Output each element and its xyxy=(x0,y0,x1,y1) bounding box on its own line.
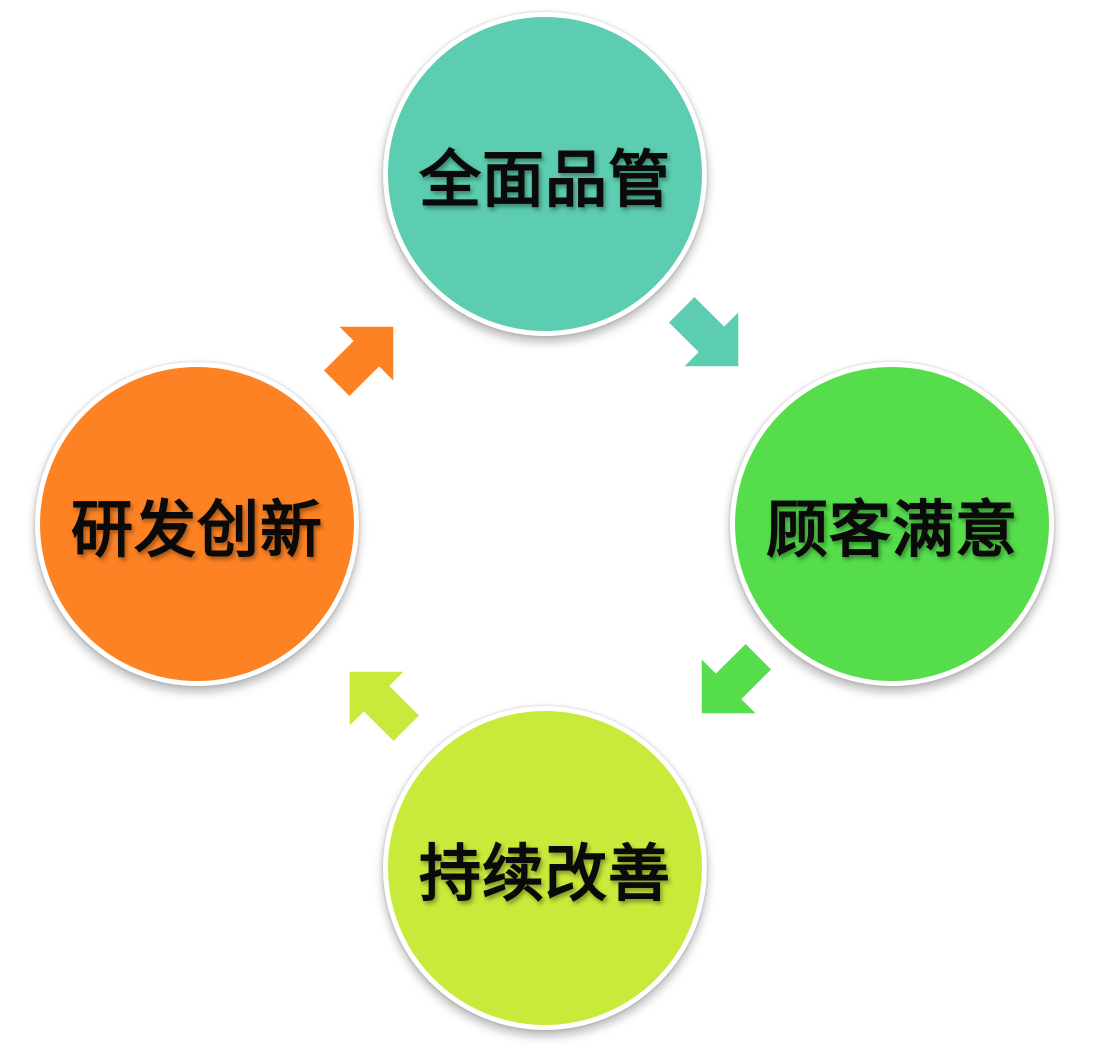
node-label-total-quality: 全面品管 xyxy=(418,143,671,216)
arrow-top-to-right xyxy=(653,281,766,394)
node-continuous-improvement: 持续改善 xyxy=(383,706,707,1030)
arrow-icon xyxy=(668,296,739,367)
node-rd-innovation: 研发创新 xyxy=(35,362,359,686)
arrow-icon xyxy=(323,326,394,397)
node-label-continuous-improvement: 持续改善 xyxy=(418,837,671,910)
node-customer-satisfaction: 顾客满意 xyxy=(730,362,1054,686)
node-total-quality: 全面品管 xyxy=(383,12,707,336)
arrow-bottom-to-left xyxy=(321,643,434,756)
node-label-rd-innovation: 研发创新 xyxy=(70,493,323,566)
arrow-icon xyxy=(701,643,772,714)
arrow-right-to-bottom xyxy=(673,628,786,741)
arrow-icon xyxy=(349,671,420,742)
node-label-customer-satisfaction: 顾客满意 xyxy=(765,493,1018,566)
arrow-left-to-top xyxy=(308,298,421,411)
